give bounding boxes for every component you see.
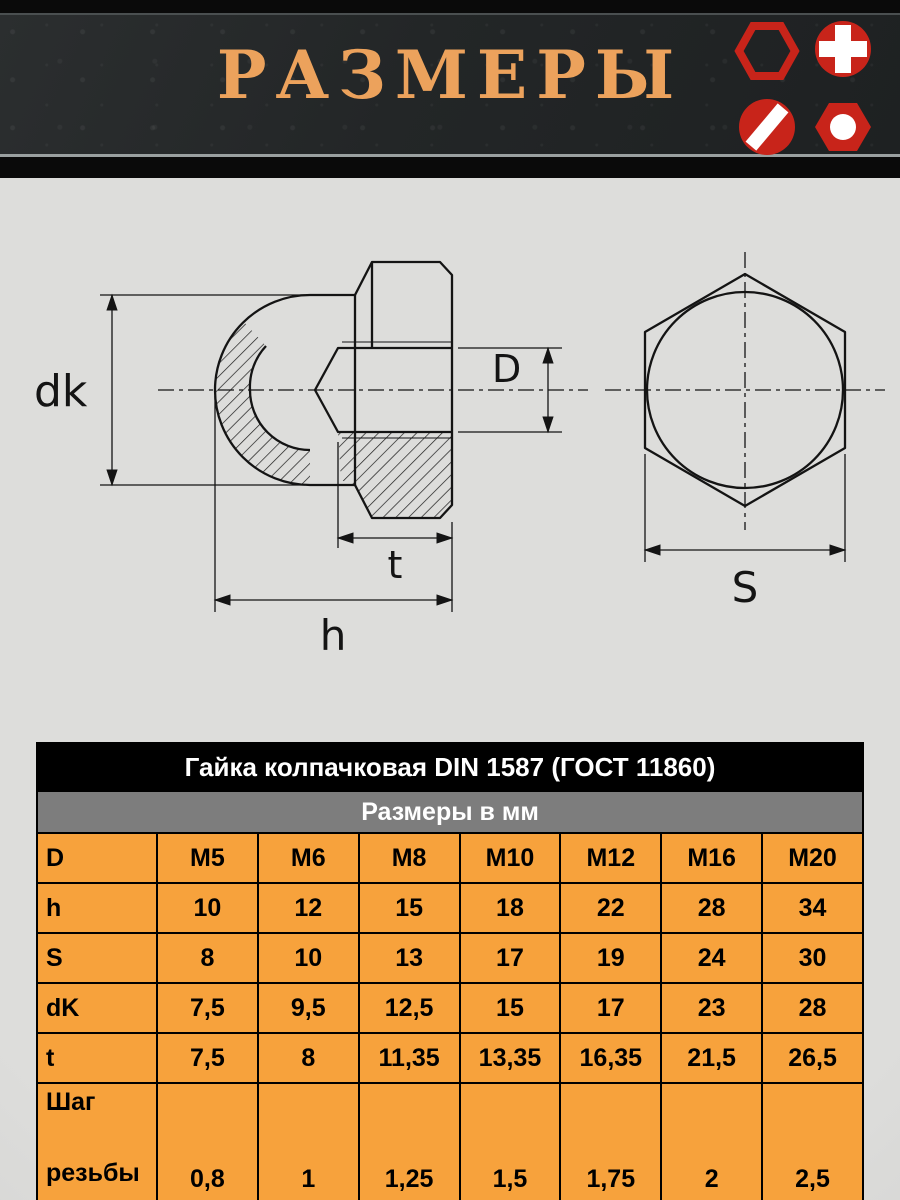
cell: 2 — [660, 1082, 764, 1200]
cell: 12,5 — [357, 982, 461, 1034]
cell: 10 — [156, 882, 259, 934]
page-title: РАЗМЕРЫ — [216, 36, 684, 114]
cell: 16,35 — [559, 1032, 663, 1084]
hex-body-outline — [353, 260, 454, 520]
cell: 1,75 — [559, 1082, 663, 1200]
row-label: t — [36, 1032, 158, 1084]
cell: 28 — [660, 882, 764, 934]
cell: 12 — [256, 882, 360, 934]
cell: 7,5 — [156, 982, 259, 1034]
hex-head-icon — [734, 22, 800, 80]
cell: 2,5 — [761, 1082, 864, 1200]
row-label: D — [36, 832, 158, 884]
table-title: Гайка колпачковая DIN 1587 (ГОСТ 11860) — [36, 742, 864, 792]
cell: 18 — [458, 882, 562, 934]
row-label: S — [36, 932, 158, 984]
cell: М10 — [458, 832, 562, 884]
table-row-t: t 7,5 8 11,35 13,35 16,35 21,5 26,5 — [36, 1032, 864, 1084]
row-label-line2: резьбы — [46, 1159, 140, 1187]
cell: М12 — [559, 832, 663, 884]
cell: 15 — [458, 982, 562, 1034]
cell: 17 — [559, 982, 663, 1034]
cell: 34 — [761, 882, 864, 934]
section-hatch-dome — [215, 322, 310, 485]
brand-logo — [734, 21, 871, 155]
cell: М16 — [660, 832, 764, 884]
cell: 30 — [761, 932, 864, 984]
cell: 22 — [559, 882, 663, 934]
cell: 1 — [256, 1082, 360, 1200]
dim-label-s: S — [732, 563, 759, 612]
cell: 0,8 — [156, 1082, 259, 1200]
section-hatch-body — [338, 432, 452, 518]
cell: 9,5 — [256, 982, 360, 1034]
cell: М20 — [761, 832, 864, 884]
cell: 23 — [660, 982, 764, 1034]
row-label: Шаг резьбы — [36, 1082, 158, 1200]
dim-label-d: D — [492, 347, 521, 391]
row-label-line1: Шаг — [46, 1088, 96, 1116]
cell: 13,35 — [458, 1032, 562, 1084]
cell: 19 — [559, 932, 663, 984]
row-label-two-line: Шаг резьбы — [46, 1088, 152, 1188]
slotted-screw-icon — [739, 99, 795, 155]
cell: М6 — [256, 832, 360, 884]
table-subtitle: Размеры в мм — [36, 790, 864, 834]
dimensions-table: Гайка колпачковая DIN 1587 (ГОСТ 11860) … — [36, 742, 864, 1200]
cavity-arc — [248, 345, 311, 452]
cell: 28 — [761, 982, 864, 1034]
cell: 17 — [458, 932, 562, 984]
technical-drawing: dk D t h S — [34, 252, 885, 660]
cell: 21,5 — [660, 1032, 764, 1084]
hex-nut-icon — [815, 103, 871, 151]
nut-outline — [213, 293, 355, 487]
cell: 26,5 — [761, 1032, 864, 1084]
table-row-h: h 10 12 15 18 22 28 34 — [36, 882, 864, 934]
inscribed-circle — [645, 290, 845, 490]
table-row-thread-pitch: Шаг резьбы 0,8 1 1,25 1,5 1,75 2 2,5 — [36, 1082, 864, 1200]
header-banner: РАЗМЕРЫ — [0, 0, 900, 178]
bore-outline — [313, 346, 452, 434]
cell: 24 — [660, 932, 764, 984]
cell: 1,5 — [458, 1082, 562, 1200]
table-row-D: D М5 М6 М8 М10 М12 М16 М20 — [36, 832, 864, 884]
row-label: dK — [36, 982, 158, 1034]
cell: М5 — [156, 832, 259, 884]
cell: 8 — [156, 932, 259, 984]
dim-label-t: t — [388, 543, 403, 587]
cell: 10 — [256, 932, 360, 984]
side-view: dk D t h — [34, 260, 588, 660]
row-label: h — [36, 882, 158, 934]
cell: 11,35 — [357, 1032, 461, 1084]
dim-label-dk: dk — [34, 366, 88, 417]
dim-label-h: h — [320, 611, 347, 660]
hexagon-outline — [643, 272, 847, 508]
top-view: S — [605, 252, 885, 612]
cell: 8 — [256, 1032, 360, 1084]
cell: 15 — [357, 882, 461, 934]
table-title-row: Гайка колпачковая DIN 1587 (ГОСТ 11860) — [36, 742, 864, 792]
cell: 1,25 — [357, 1082, 461, 1200]
table-row-S: S 8 10 13 17 19 24 30 — [36, 932, 864, 984]
cell: 13 — [357, 932, 461, 984]
table-row-dK: dK 7,5 9,5 12,5 15 17 23 28 — [36, 982, 864, 1034]
cell: М8 — [357, 832, 461, 884]
cell: 7,5 — [156, 1032, 259, 1084]
table-subtitle-row: Размеры в мм — [36, 790, 864, 834]
phillips-screw-icon — [815, 21, 871, 77]
